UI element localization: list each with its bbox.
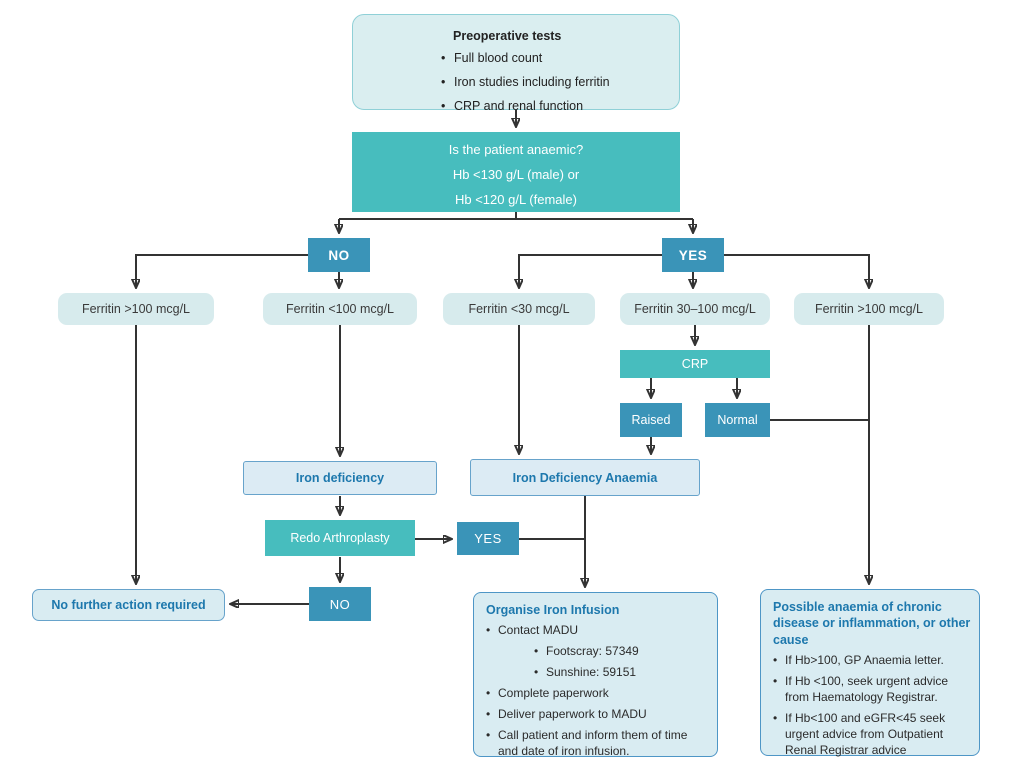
bullet-item: Footscray: 57349	[532, 644, 709, 660]
ferritin-gt100-yes-box: Ferritin >100 mcg/L	[794, 293, 944, 325]
crp-normal-box: Normal	[705, 403, 770, 437]
ferritin-30-100-yes-box: Ferritin 30–100 mcg/L	[620, 293, 770, 325]
bullet-item: Full blood count	[439, 51, 669, 65]
no-further-action-box: No further action required	[32, 589, 225, 621]
bullet-item: Complete paperwork	[484, 686, 709, 702]
preoperative-tests-list: Full blood countIron studies including f…	[439, 51, 669, 113]
decision-yes-box: YES	[662, 238, 724, 272]
iron-deficiency-anaemia-box: Iron Deficiency Anaemia	[470, 459, 700, 496]
preoperative-tests-title: Preoperative tests	[453, 29, 562, 43]
bullet-item: If Hb <100, seek urgent advice from Haem…	[771, 674, 971, 706]
arrow-yes-to-ferritin-low	[519, 254, 662, 287]
organise-iron-infusion-title: Organise Iron Infusion	[486, 603, 620, 617]
decision-no-box: NO	[308, 238, 370, 272]
anaemic-question-box: Is the patient anaemic? Hb <130 g/L (mal…	[352, 132, 680, 212]
bullet-item: Sunshine: 59151	[532, 665, 709, 681]
bullet-item: Contact MADU	[484, 623, 709, 639]
organise-iron-infusion-list: Contact MADU Footscray: 57349Sunshine: 59…	[484, 623, 709, 760]
bullet-item: If Hb>100, GP Anaemia letter.	[771, 653, 971, 669]
bullet-item: If Hb<100 and eGFR<45 seek urgent advice…	[771, 711, 971, 759]
possible-anaemia-list: If Hb>100, GP Anaemia letter. If Hb <100,…	[771, 653, 971, 759]
bullet-item: Deliver paperwork to MADU	[484, 707, 709, 723]
ferritin-lt100-no-box: Ferritin <100 mcg/L	[263, 293, 417, 325]
ferritin-gt100-no-box: Ferritin >100 mcg/L	[58, 293, 214, 325]
arrow-yes-to-ferritin-high	[724, 254, 869, 287]
arrow-no-to-ferritin-high	[136, 254, 308, 287]
redo-yes-box: YES	[457, 522, 519, 555]
iron-deficiency-box: Iron deficiency	[243, 461, 437, 495]
redo-no-box: NO	[309, 587, 371, 621]
bullet-item: Iron studies including ferritin	[439, 75, 669, 89]
crp-raised-box: Raised	[620, 403, 682, 437]
bullet-item: CRP and renal function	[439, 99, 669, 113]
redo-arthroplasty-box: Redo Arthroplasty	[265, 520, 415, 556]
possible-anaemia-title: Possible anaemia of chronic disease or i…	[773, 600, 971, 647]
crp-box: CRP	[620, 350, 770, 378]
bullet-item: Call patient and inform them of time and…	[484, 728, 709, 760]
preoperative-tests-box: Preoperative tests Full blood countIron …	[352, 14, 680, 113]
organise-iron-infusion-box: Organise Iron Infusion Contact MADU Foots…	[473, 592, 718, 760]
possible-anaemia-box: Possible anaemia of chronic disease or i…	[760, 589, 980, 759]
ferritin-lt30-yes-box: Ferritin <30 mcg/L	[443, 293, 595, 325]
